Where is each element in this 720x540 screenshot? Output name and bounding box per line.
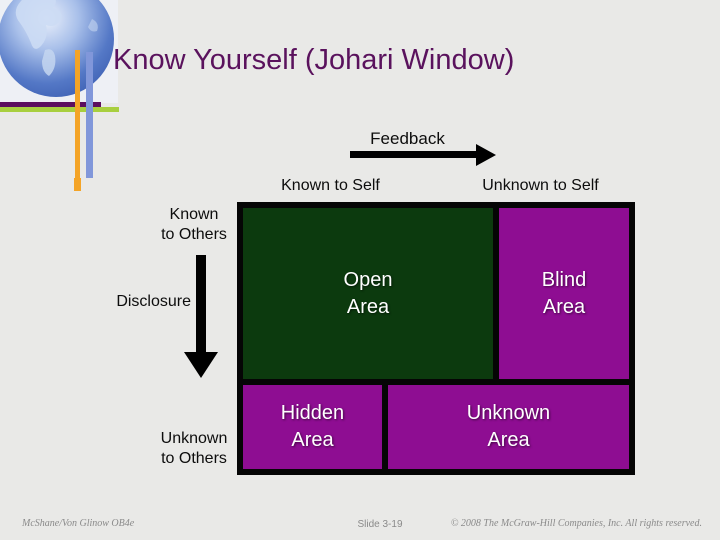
accent-line-periwinkle (86, 52, 93, 178)
feedback-axis-label: Feedback (370, 129, 445, 148)
footer-credit: McShane/Von Glinow OB4e (22, 518, 135, 529)
accent-line-purple (0, 102, 101, 107)
footer-copyright: © 2008 The McGraw-Hill Companies, Inc. A… (450, 518, 702, 529)
disclosure-axis-label: Disclosure (116, 293, 191, 310)
quadrant-open-area-label: Open Area (343, 268, 393, 318)
feedback-arrow-shaft (350, 151, 476, 158)
slide-title: Know Yourself (Johari Window) (113, 44, 515, 76)
column-header-unknown-to-self: Unknown to Self (482, 177, 599, 194)
quadrant-unknown-area-label: Unknown Area (466, 402, 551, 451)
row-label-unknown-to-others: Unknown to Others (160, 430, 228, 468)
disclosure-arrow-head-icon (184, 352, 218, 378)
column-header-known-to-self: Known to Self (281, 177, 380, 194)
quadrant-blind-area: Blind Area (499, 208, 629, 379)
quadrant-unknown-area: Unknown Area (388, 385, 629, 469)
footer-slide-number: Slide 3-19 (357, 519, 403, 530)
row-label-known-to-others: Known to Others (161, 206, 227, 244)
johari-window-grid: Open Area Blind Area Hidden Area Unknown… (237, 202, 635, 475)
globe-icon (0, 0, 114, 97)
accent-line-orange-tip (74, 178, 81, 191)
quadrant-hidden-area: Hidden Area (243, 385, 382, 469)
quadrant-hidden-area-label: Hidden Area (280, 402, 345, 451)
accent-line-green (0, 107, 119, 112)
quadrant-open-area: Open Area (243, 208, 493, 379)
feedback-arrow-head-icon (476, 144, 496, 166)
accent-line-orange (75, 50, 80, 184)
quadrant-blind-area-label: Blind Area (541, 268, 587, 318)
disclosure-arrow-shaft (196, 255, 206, 353)
